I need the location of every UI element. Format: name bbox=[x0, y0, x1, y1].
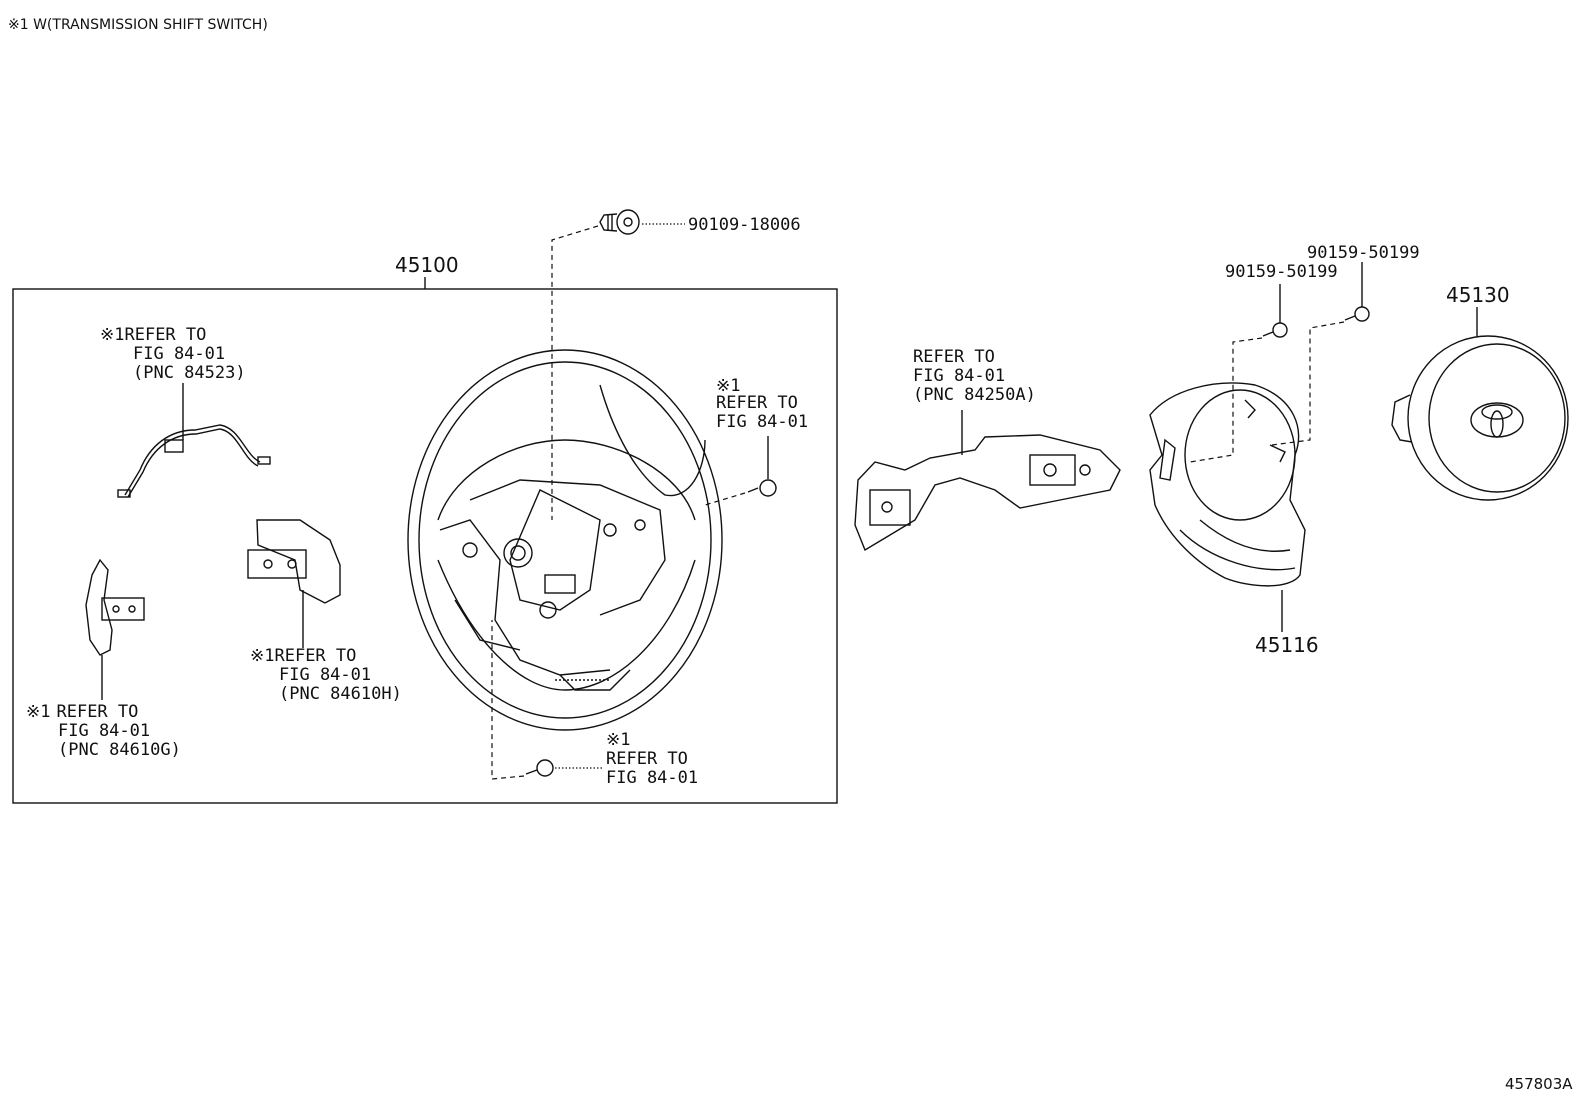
ref-switch-assy-line3: (PNC 84250A) bbox=[913, 385, 1036, 405]
ref-screw-right-line1: REFER TO bbox=[716, 393, 798, 413]
part-90159-b-label[interactable]: 90159-50199 bbox=[1307, 243, 1420, 263]
cover-45116-drawing bbox=[1149, 382, 1306, 587]
screw-bottom-drawing bbox=[525, 759, 554, 777]
ref-screw-bottom-mark: ※1 bbox=[606, 730, 630, 750]
ref-sw-right-refer: REFER TO bbox=[274, 646, 356, 666]
dash-90159-a bbox=[1189, 337, 1263, 463]
ref-wire-mark: ※1 bbox=[100, 325, 124, 345]
paddle-switch-right-drawing bbox=[247, 519, 341, 604]
dash-90109 bbox=[551, 225, 599, 520]
ref-sw-left-mark: ※1 bbox=[26, 702, 50, 722]
dash-90159-b bbox=[1271, 321, 1345, 446]
switch-assembly-drawing bbox=[854, 434, 1121, 552]
part-45116-label[interactable]: 45116 bbox=[1255, 633, 1319, 657]
ref-switch-assy-line1: REFER TO bbox=[913, 347, 995, 367]
ref-wire-line2: FIG 84-01 bbox=[133, 344, 225, 364]
ref-sw-left-line1: ※1 REFER TO bbox=[26, 702, 138, 722]
ref-sw-left-line3: (PNC 84610G) bbox=[58, 740, 181, 760]
ref-sw-left-refer: REFER TO bbox=[56, 702, 138, 722]
ref-sw-right-mark: ※1 bbox=[250, 646, 274, 666]
ref-screw-bottom-line1: REFER TO bbox=[606, 749, 688, 769]
steering-wheel-drawing bbox=[407, 349, 723, 731]
screw-right-drawing bbox=[747, 479, 777, 497]
bolt-90109-drawing bbox=[599, 209, 640, 235]
part-90159-a-label[interactable]: 90159-50199 bbox=[1225, 262, 1338, 282]
dash-screw-right bbox=[704, 492, 746, 506]
ref-sw-right-line2: FIG 84-01 bbox=[279, 665, 371, 685]
header-note: ※1 W(TRANSMISSION SHIFT SWITCH) bbox=[8, 17, 268, 33]
part-45100-label[interactable]: 45100 bbox=[395, 253, 459, 277]
part-45130-label[interactable]: 45130 bbox=[1446, 283, 1510, 307]
ref-sw-left-line2: FIG 84-01 bbox=[58, 721, 150, 741]
ref-wire-line1: ※1REFER TO bbox=[100, 325, 206, 345]
ref-sw-right-line1: ※1REFER TO bbox=[250, 646, 356, 666]
screw-90159-b-drawing bbox=[1344, 306, 1370, 322]
airbag-45130-drawing bbox=[1391, 335, 1569, 501]
screw-90159-a-drawing bbox=[1262, 322, 1288, 338]
wire-harness-drawing bbox=[117, 423, 271, 498]
ref-screw-right-mark: ※1 bbox=[716, 376, 740, 396]
paddle-switch-left-drawing bbox=[85, 558, 145, 656]
ref-screw-right-line2: FIG 84-01 bbox=[716, 412, 808, 432]
ref-screw-bottom-line2: FIG 84-01 bbox=[606, 768, 698, 788]
ref-wire-line3: (PNC 84523) bbox=[133, 363, 246, 383]
ref-wire-refer: REFER TO bbox=[124, 325, 206, 345]
dash-screw-bottom bbox=[491, 620, 525, 780]
figure-id: 457803A bbox=[1505, 1075, 1573, 1093]
ref-sw-right-line3: (PNC 84610H) bbox=[279, 684, 402, 704]
ref-switch-assy-line2: FIG 84-01 bbox=[913, 366, 1005, 386]
part-90109-label[interactable]: 90109-18006 bbox=[688, 215, 801, 235]
